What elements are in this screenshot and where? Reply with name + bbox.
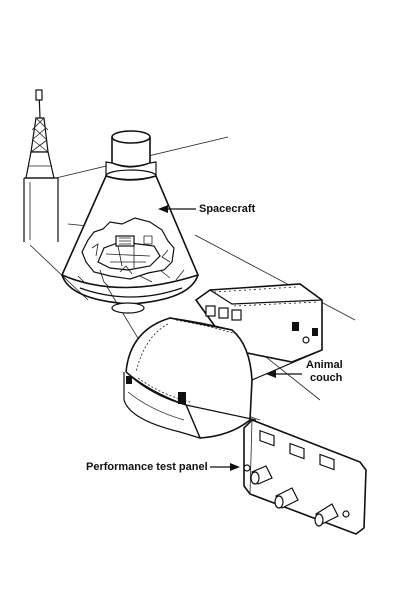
- spacecraft-label: Spacecraft: [199, 203, 256, 215]
- animal-couch-label-line2: couch: [310, 372, 343, 384]
- spacecraft-arrow: [158, 205, 196, 213]
- performance-test-panel: [243, 419, 367, 535]
- spacecraft: [60, 130, 200, 314]
- performance-test-panel-label: Performance test panel: [86, 461, 208, 473]
- animal-couch-label: Animal couch: [306, 359, 343, 385]
- launch-vehicle: [23, 89, 59, 242]
- performance-test-panel-arrow: [210, 463, 240, 471]
- animal-couch-arrow: [266, 370, 302, 378]
- animal-couch-label-line1: Animal: [306, 359, 343, 371]
- animal-couch: [123, 283, 323, 439]
